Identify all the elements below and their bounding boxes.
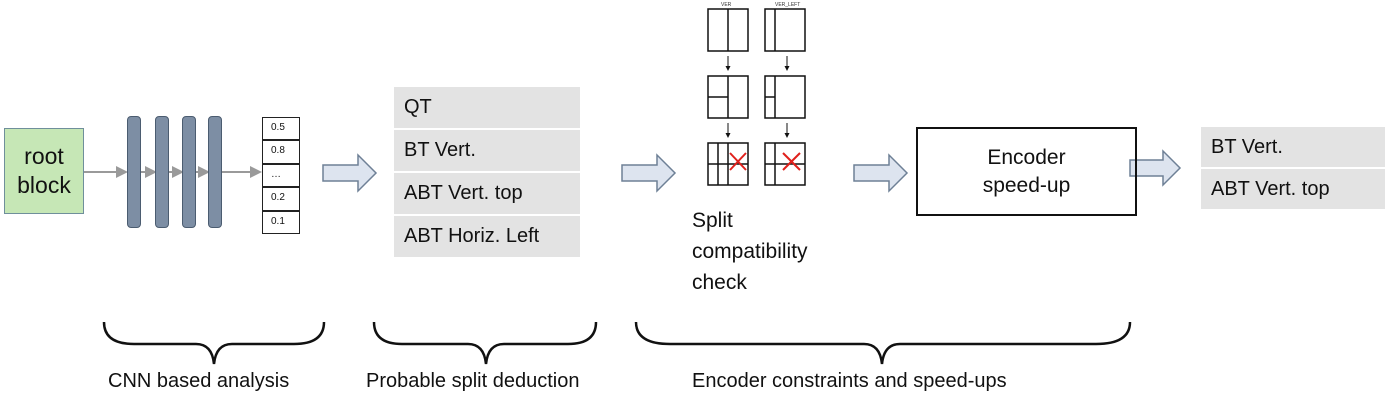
split-type-label: VER_LEFT [775, 2, 801, 8]
caption-cnn-analysis: CNN based analysis [108, 370, 290, 392]
cross-icon [729, 152, 747, 171]
split-list-item: ABT Horiz. Left [394, 216, 580, 257]
block-arrow-3 [853, 153, 909, 193]
output-list-item: ABT Vert. top [1201, 169, 1385, 209]
split-list-item: ABT Vert. top [394, 173, 580, 214]
split-list-item: QT [394, 87, 580, 128]
cnn-layer [155, 116, 169, 228]
split-list-item: BT Vert. [394, 130, 580, 171]
output-list-item: BT Vert. [1201, 127, 1385, 167]
brace-split-deduction [372, 321, 598, 365]
root-block: root block [4, 128, 84, 214]
brace-encoder [634, 321, 1132, 365]
cnn-layer [182, 116, 196, 228]
brace-cnn [102, 321, 326, 365]
cross-icon [782, 152, 801, 171]
block-arrow-1 [322, 153, 378, 193]
probability-cell: 0.8 [262, 140, 300, 164]
probability-cell: 0.2 [262, 187, 300, 211]
split-diagram-ver-left [764, 8, 806, 186]
caption-split-deduction: Probable split deduction [366, 370, 580, 392]
block-arrow-2 [621, 153, 677, 193]
probability-cell: 0.1 [262, 210, 300, 234]
cnn-layer [208, 116, 222, 228]
split-compatibility-label: Split compatibility check [692, 209, 808, 294]
split-type-label: VER [721, 2, 732, 8]
split-diagram-ver [707, 8, 749, 186]
probability-cell: 0.5 [262, 117, 300, 141]
block-arrow-4 [1129, 149, 1182, 187]
probability-cell: … [262, 163, 300, 188]
cnn-layer [127, 116, 141, 228]
caption-encoder-constraints: Encoder constraints and speed-ups [692, 370, 1007, 392]
encoder-speed-up-box: Encoder speed-up [916, 127, 1137, 216]
